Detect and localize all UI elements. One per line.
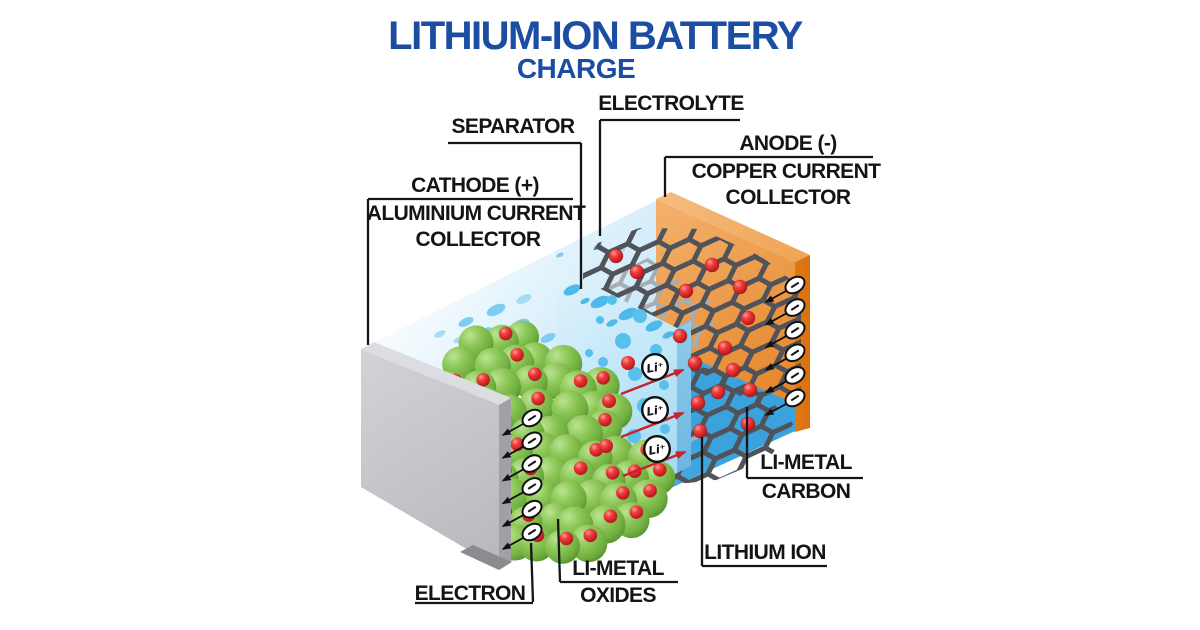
label-li-metal-oxides-line1: LI-METAL — [572, 557, 664, 580]
label-electron: ELECTRON — [414, 582, 526, 605]
leader-lines — [366, 118, 873, 605]
electron-icon — [521, 408, 543, 428]
page-subtitle: CHARGE — [516, 53, 636, 84]
electron-symbols-right — [764, 275, 806, 416]
lithium-ion-symbols: Li⁺ Li⁺ Li⁺ — [620, 353, 687, 478]
electron-icon — [784, 343, 806, 363]
electron-symbols-left — [501, 408, 543, 550]
lithium-ion-icon — [643, 435, 672, 464]
electron-icon — [784, 275, 806, 295]
electron-icon — [521, 454, 543, 473]
electron-icon — [784, 320, 806, 340]
label-cathode: CATHODE (+) — [411, 174, 539, 197]
label-aluminium-collector-line1: ALUMINIUM CURRENT — [366, 202, 586, 225]
label-li-metal-carbon-line2: CARBON — [761, 480, 851, 503]
lithium-dots-lattice — [608, 248, 758, 451]
electron-icon — [784, 388, 806, 408]
electron-icon — [784, 298, 806, 317]
lithium-ion-icon — [641, 353, 670, 382]
label-li-metal-oxides-line2: OXIDES — [580, 584, 656, 607]
label-separator: SEPARATOR — [451, 115, 576, 138]
label-lithium-ion: LITHIUM ION — [704, 541, 826, 564]
electron-icon — [521, 499, 543, 519]
svg-text:Li⁺: Li⁺ — [647, 441, 667, 458]
electron-icon — [521, 522, 543, 542]
electron-icon — [521, 477, 543, 496]
label-copper-collector-line1: COPPER CURRENT — [691, 160, 881, 183]
electron-icon — [521, 431, 543, 451]
label-copper-collector-line2: COLLECTOR — [725, 186, 851, 209]
label-aluminium-collector-line2: COLLECTOR — [415, 228, 541, 251]
svg-text:Li⁺: Li⁺ — [645, 402, 665, 419]
page-title: LITHIUM-ION BATTERY — [388, 14, 803, 58]
electron-icon — [784, 366, 806, 385]
svg-text:Li⁺: Li⁺ — [645, 359, 665, 376]
label-electrolyte: ELECTROLYTE — [598, 92, 744, 115]
label-anode: ANODE (-) — [739, 132, 837, 155]
lithium-ion-icon — [641, 396, 670, 425]
label-li-metal-carbon-line1: LI-METAL — [760, 451, 852, 474]
